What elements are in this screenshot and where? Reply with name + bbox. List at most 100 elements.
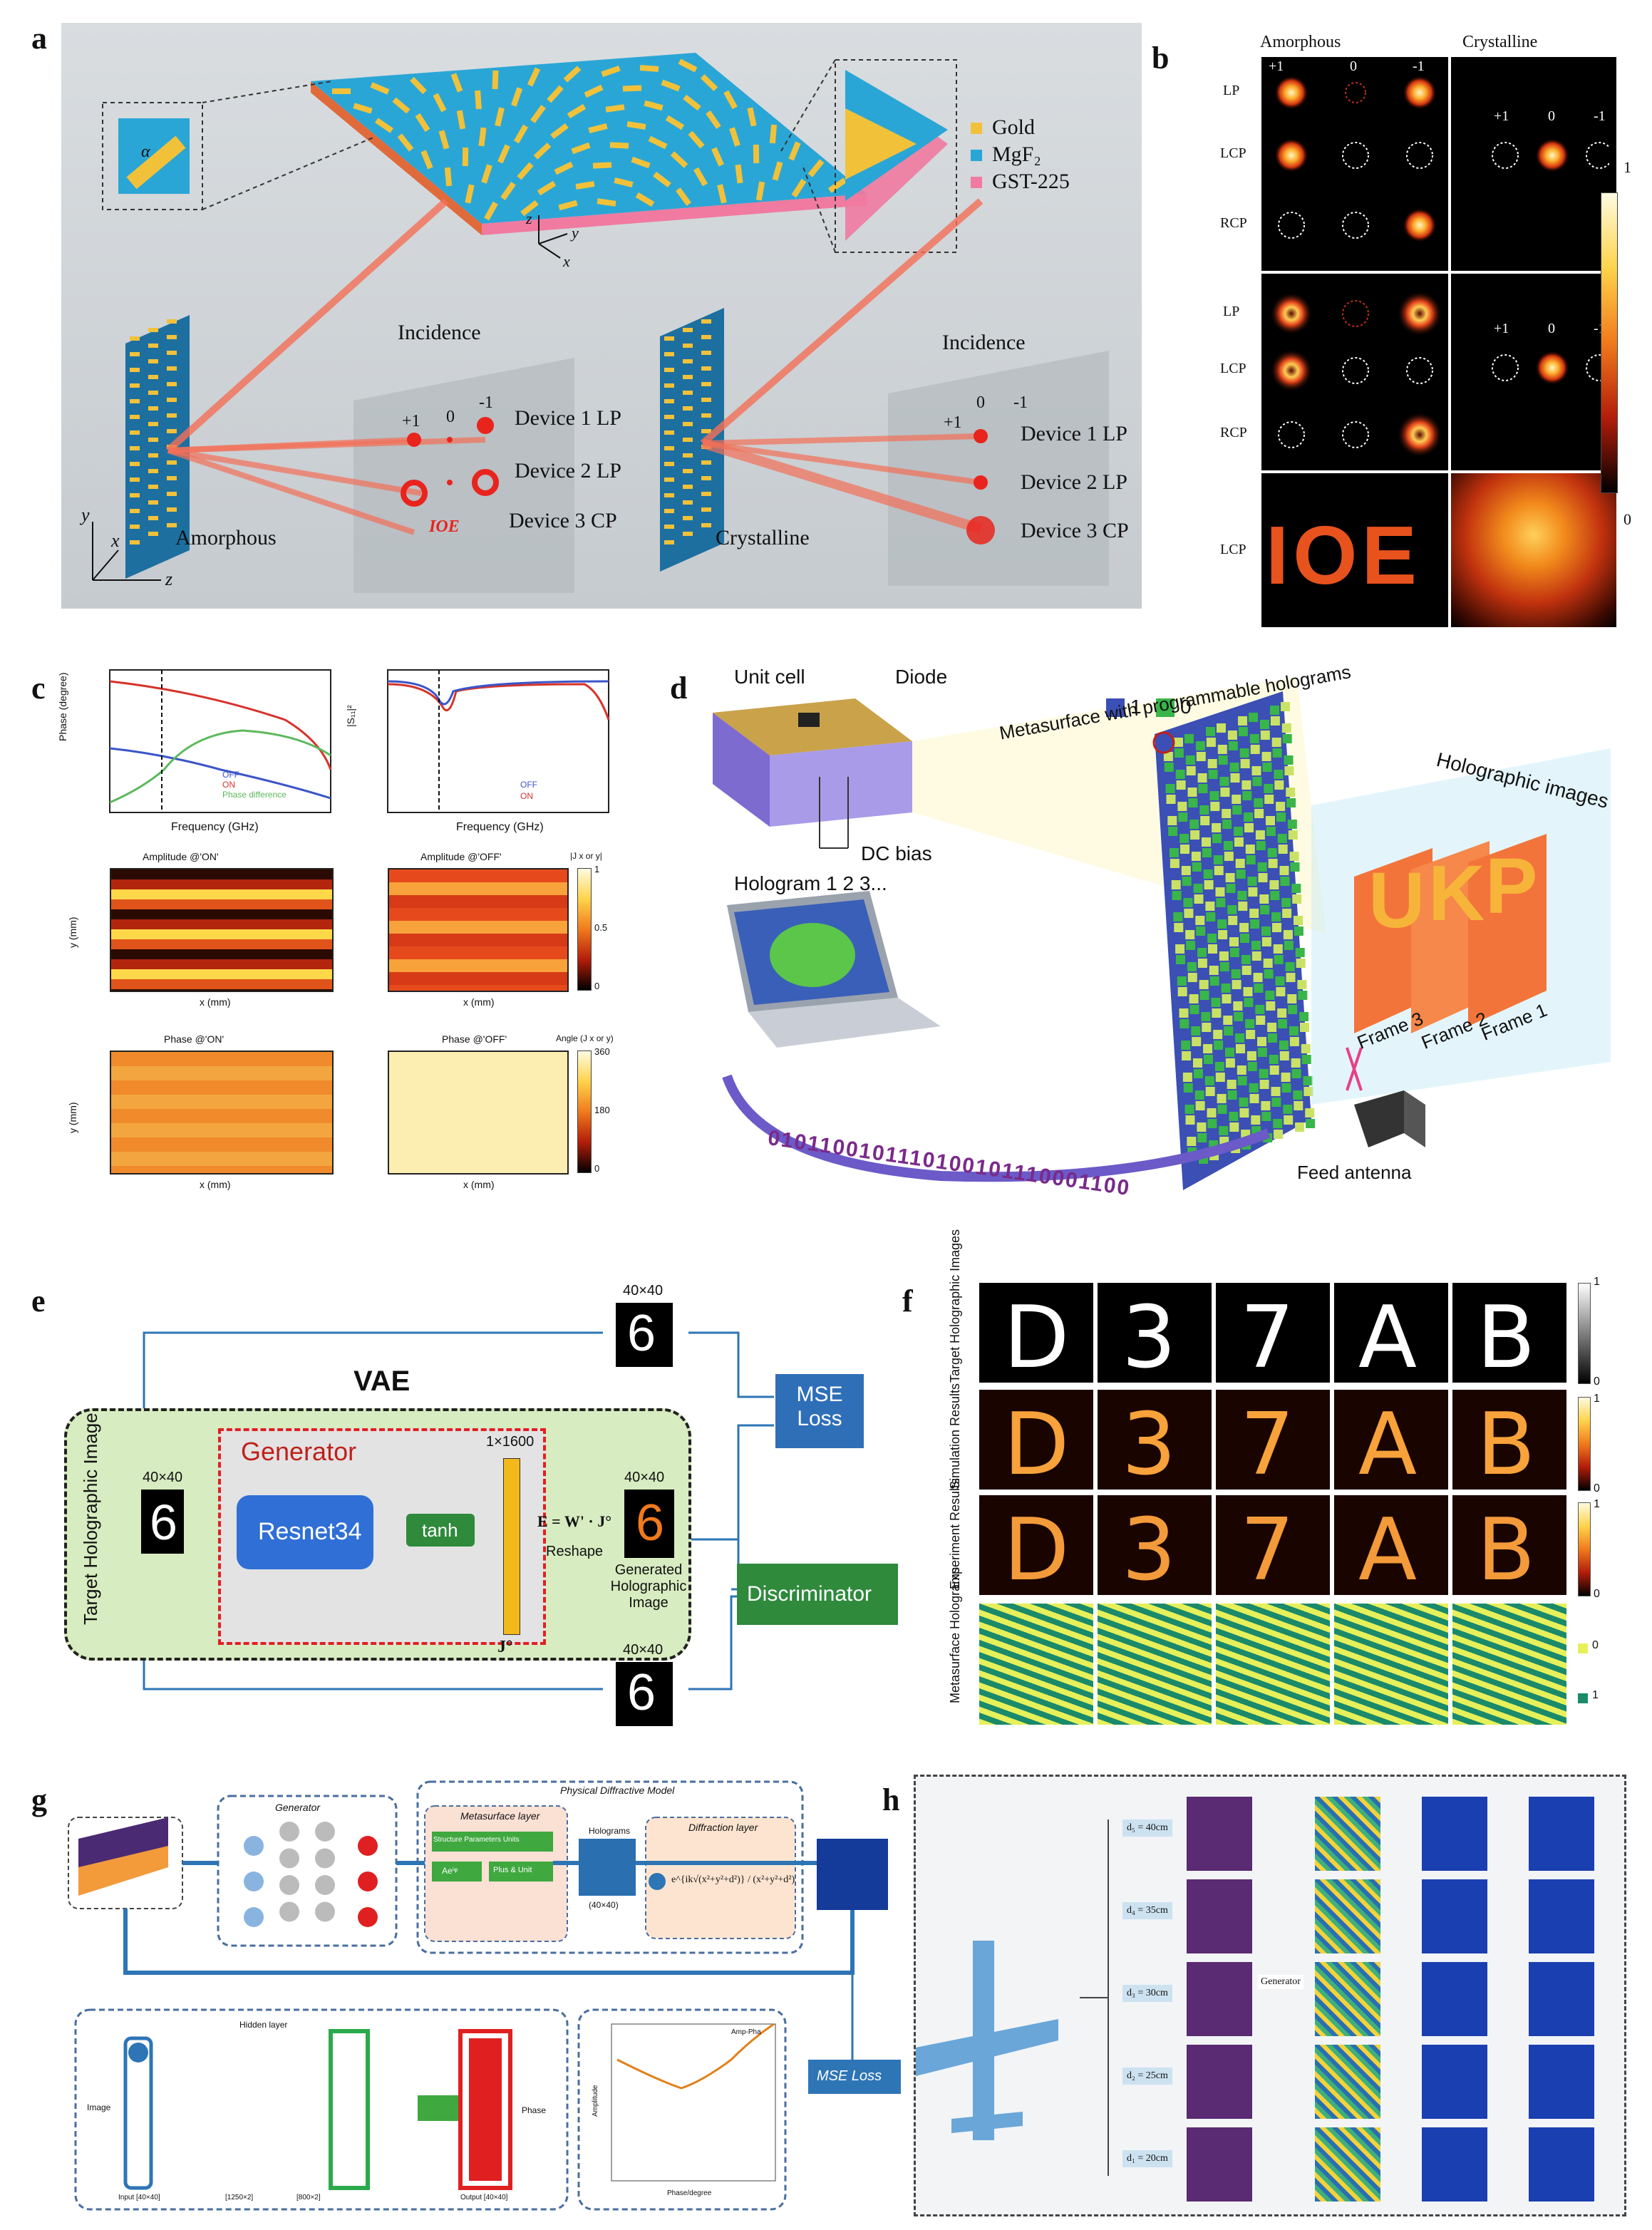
- gold-rod-small: [148, 406, 158, 411]
- d-meta-cell: [1274, 955, 1284, 964]
- c-amp-on-map: [110, 868, 334, 992]
- g-mse-label: MSE Loss: [817, 2068, 882, 2085]
- device2-left: Device 2 LP: [515, 459, 621, 483]
- g-bottom-800: [800×2]: [296, 2194, 321, 2201]
- c-xlabel-4: x (mm): [463, 1179, 495, 1190]
- gold-rod-small: [683, 391, 693, 395]
- b-cbar-min: 0: [1623, 510, 1631, 529]
- h-distance-2: d₃ = 30cm: [1122, 1985, 1172, 2002]
- gold-rod-small: [130, 368, 140, 372]
- d-meta-cell: [1214, 855, 1223, 864]
- d-meta-cell: [1220, 788, 1229, 797]
- b-cbar-max: 1: [1623, 158, 1631, 177]
- d-meta-cell: [1274, 944, 1283, 954]
- d-meta-cell: [1283, 734, 1292, 743]
- d-meta-cell: [1227, 905, 1237, 914]
- d-meta-cell: [1207, 934, 1217, 943]
- d-meta-cell: [1268, 1033, 1277, 1043]
- d-meta-cell: [1202, 837, 1211, 847]
- gold-rod-small: [167, 366, 177, 371]
- d-meta-cell: [1264, 959, 1273, 968]
- d-meta-cell: [1192, 852, 1201, 861]
- d-meta-cell: [1230, 948, 1239, 957]
- d-meta-cell: [1227, 1080, 1237, 1089]
- b-ioe-image: IOE: [1266, 507, 1421, 603]
- f-cbar-sim-min: 0: [1594, 1482, 1600, 1495]
- gold-rod-small: [701, 476, 711, 480]
- b-colorbar: [1601, 192, 1618, 493]
- h-image-r1-c1: [1315, 1879, 1380, 1953]
- gold-rod-small: [664, 399, 674, 403]
- d-meta-cell: [1186, 755, 1195, 765]
- f-cell-r0-c4: B: [1452, 1283, 1566, 1383]
- gold-rod: [593, 162, 611, 168]
- g-formula: e^{ik√(x²+y²+d²)} / (x²+y²+d²): [671, 1874, 795, 1886]
- d-meta-cell: [1195, 916, 1204, 925]
- d-meta-cell: [1264, 969, 1274, 979]
- h-image-r3-c0: [1187, 2045, 1252, 2119]
- d-meta-cell: [1284, 941, 1294, 950]
- c-phase-on-title: Phase @'ON': [164, 1033, 224, 1045]
- gold-rod-small: [683, 438, 693, 442]
- f-cell-r2-c0: D: [979, 1495, 1093, 1595]
- h-image-r1-c0: [1187, 1879, 1252, 1953]
- d-meta-cell: [1172, 880, 1181, 889]
- f-char-r0-c1: 3: [1122, 1289, 1176, 1383]
- g-amp-axis: Amplitude: [592, 2085, 599, 2117]
- gold-rod-small: [130, 462, 140, 466]
- d-meta-cell: [1245, 1019, 1254, 1028]
- d-meta-cell: [1236, 859, 1245, 868]
- gold-rod-small: [130, 446, 140, 450]
- d-meta-cell: [1218, 1105, 1227, 1114]
- c-amp-off-map: [388, 868, 569, 992]
- d-meta-cell: [1212, 823, 1221, 832]
- d-meta-cell: [1209, 770, 1218, 779]
- d-meta-cell: [1303, 1076, 1313, 1085]
- f-cell-r0-c2: 7: [1216, 1283, 1330, 1383]
- d-meta-cell: [1222, 809, 1231, 818]
- d-meta-cell: [1244, 998, 1253, 1007]
- d-meta-cell: [1291, 1058, 1301, 1068]
- d-meta-cell: [1216, 898, 1225, 907]
- f-row-target: Target Holographic Images: [948, 1229, 963, 1383]
- order-0-right: 0: [976, 393, 985, 413]
- d-meta-cell: [1250, 919, 1259, 929]
- d-meta-cell: [1260, 720, 1269, 729]
- d-meta-cell: [1218, 930, 1227, 939]
- device2-right: Device 2 LP: [1021, 470, 1127, 495]
- f-row-holo: Metasurface Holograms: [948, 1567, 963, 1703]
- h-image-r1-c2: [1422, 1879, 1487, 1953]
- axis-y-top: y: [572, 224, 579, 242]
- d-meta-cell: [1295, 1122, 1304, 1132]
- f-char-r1-c1: 3: [1122, 1395, 1176, 1490]
- f-cell-r1-c4: B: [1452, 1390, 1566, 1490]
- d-meta-cell: [1284, 755, 1294, 765]
- d-meta-cell: [1288, 820, 1297, 829]
- d-meta-cell: [1258, 862, 1267, 872]
- d-meta-cell: [1256, 1016, 1265, 1025]
- e-equation: E = W' · J°: [537, 1512, 611, 1531]
- gold-rod-small: [167, 413, 177, 418]
- gold-rod-small: [130, 336, 140, 341]
- d-feed-antenna: Feed antenna: [1297, 1162, 1411, 1184]
- h-image-r4-c3: [1529, 2127, 1594, 2201]
- d-meta-cell: [1198, 773, 1207, 783]
- legend-mgf2: MgF₂: [992, 143, 1041, 167]
- d-meta-cell: [1179, 1008, 1189, 1018]
- d-meta-cell: [1241, 759, 1250, 768]
- d-meta-cell: [1299, 1012, 1308, 1021]
- d-meta-cell: [1185, 930, 1194, 939]
- panel-label-c: c: [31, 670, 46, 706]
- d-meta-cell: [1173, 912, 1182, 922]
- d-meta-cell: [1259, 894, 1269, 904]
- order-plus1-right: +1: [944, 413, 962, 433]
- d-meta-cell: [1209, 966, 1219, 975]
- axis-x-top: x: [563, 252, 570, 271]
- c-phase-off-map: [388, 1051, 569, 1175]
- e-vector-bar: [503, 1458, 520, 1635]
- d-meta-cell: [1252, 951, 1261, 961]
- d-meta-cell: [1174, 923, 1183, 932]
- g-pdm: Physical Diffractive Model: [560, 1785, 674, 1796]
- d-meta-cell: [1170, 859, 1179, 868]
